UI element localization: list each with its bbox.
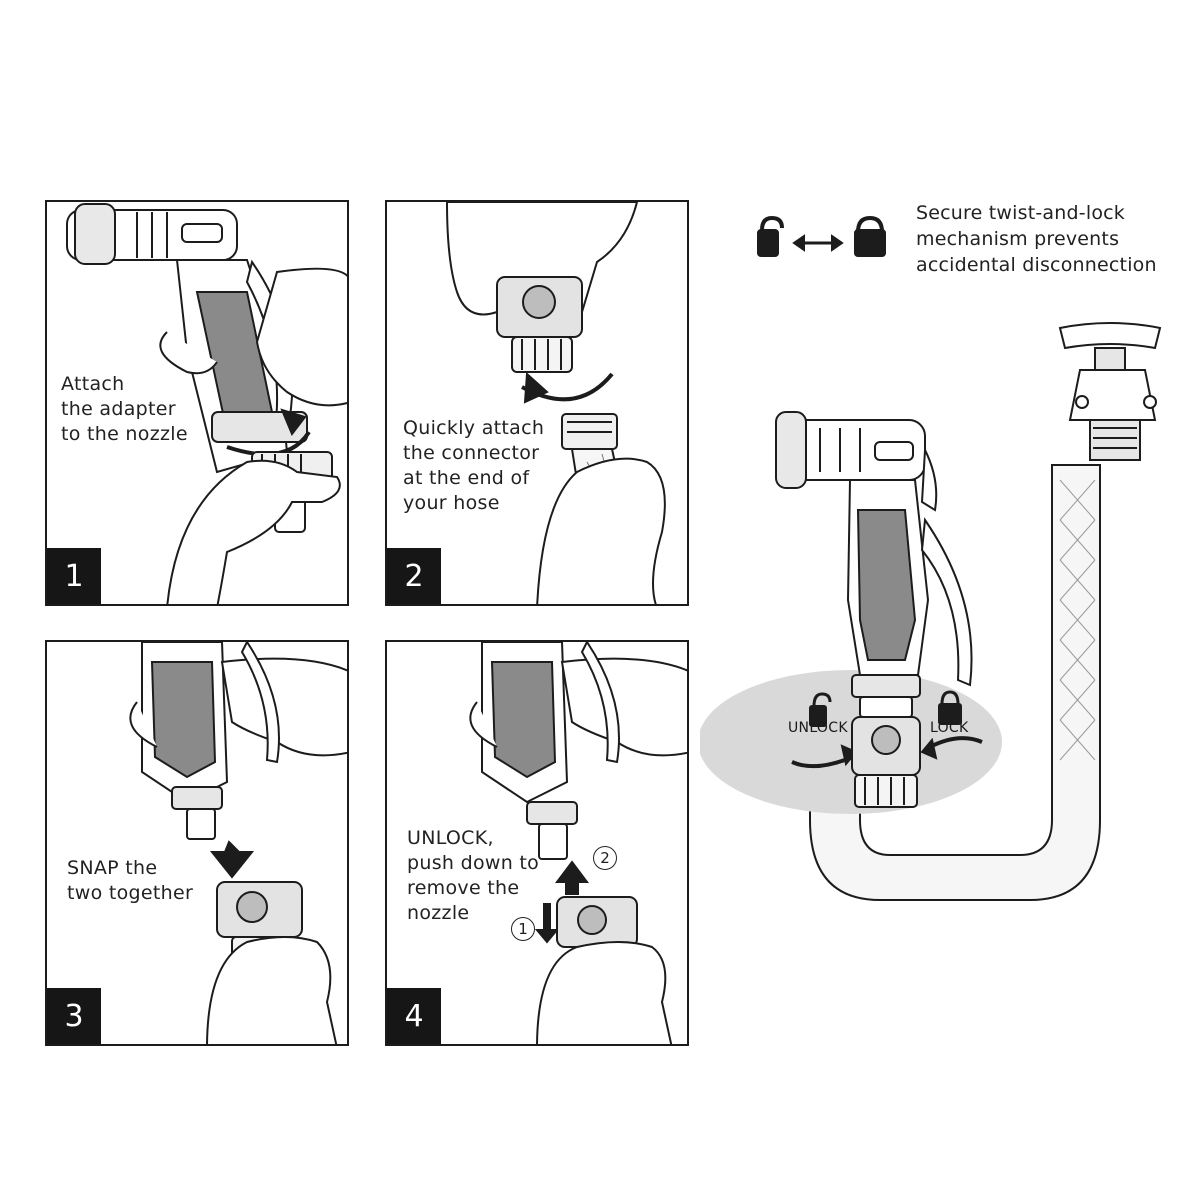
- double-arrow-icon: [792, 234, 844, 252]
- push-down-arrow: [534, 903, 560, 944]
- step-panel-4: UNLOCK, push down to remove the nozzle 2…: [385, 640, 689, 1046]
- locked-padlock-icon: [854, 215, 886, 257]
- step-3-number: 3: [47, 988, 101, 1044]
- step-panel-2: Quickly attach the connector at the end …: [385, 200, 689, 606]
- lock-zone: [700, 670, 1002, 814]
- nozzle-hose-illustration: [700, 215, 1162, 902]
- step-4-illustration: [469, 642, 687, 1044]
- step-1-caption: Attach the adapter to the nozzle: [61, 373, 188, 445]
- step-2-caption: Quickly attach the connector at the end …: [403, 417, 545, 514]
- step-panel-1: Attach the adapter to the nozzle 1: [45, 200, 349, 606]
- snap-arrow: [209, 840, 255, 879]
- step-2-illustration: [445, 202, 666, 604]
- step-panel-3: SNAP the two together 3: [45, 640, 349, 1046]
- nozzle-trigger: [920, 517, 973, 687]
- step-3-caption: SNAP the two together: [67, 857, 194, 904]
- nozzle-grip: [856, 509, 917, 661]
- faucet: [1058, 322, 1162, 461]
- step-2-number: 2: [387, 548, 441, 604]
- unlocked-padlock-icon: [757, 215, 784, 257]
- unlock-label: UNLOCK: [788, 720, 848, 736]
- step-1-illustration: [66, 203, 347, 604]
- pull-up-arrow: [555, 860, 589, 895]
- adapter-plug: [186, 808, 216, 840]
- lock-label: LOCK: [930, 720, 969, 736]
- step-3-illustration: [129, 642, 347, 1044]
- step-4-caption: UNLOCK, push down to remove the nozzle: [407, 827, 540, 924]
- feature-description: Secure twist-and-lock mechanism prevents…: [916, 202, 1157, 276]
- adapter-ring: [211, 411, 308, 443]
- step-4-number: 4: [387, 988, 441, 1044]
- garden-hose: [809, 464, 1101, 902]
- step-4-marker-1: 1: [511, 917, 535, 941]
- step-4-marker-2: 2: [593, 846, 617, 870]
- adapter-plug: [538, 823, 568, 860]
- step-1-number: 1: [47, 548, 101, 604]
